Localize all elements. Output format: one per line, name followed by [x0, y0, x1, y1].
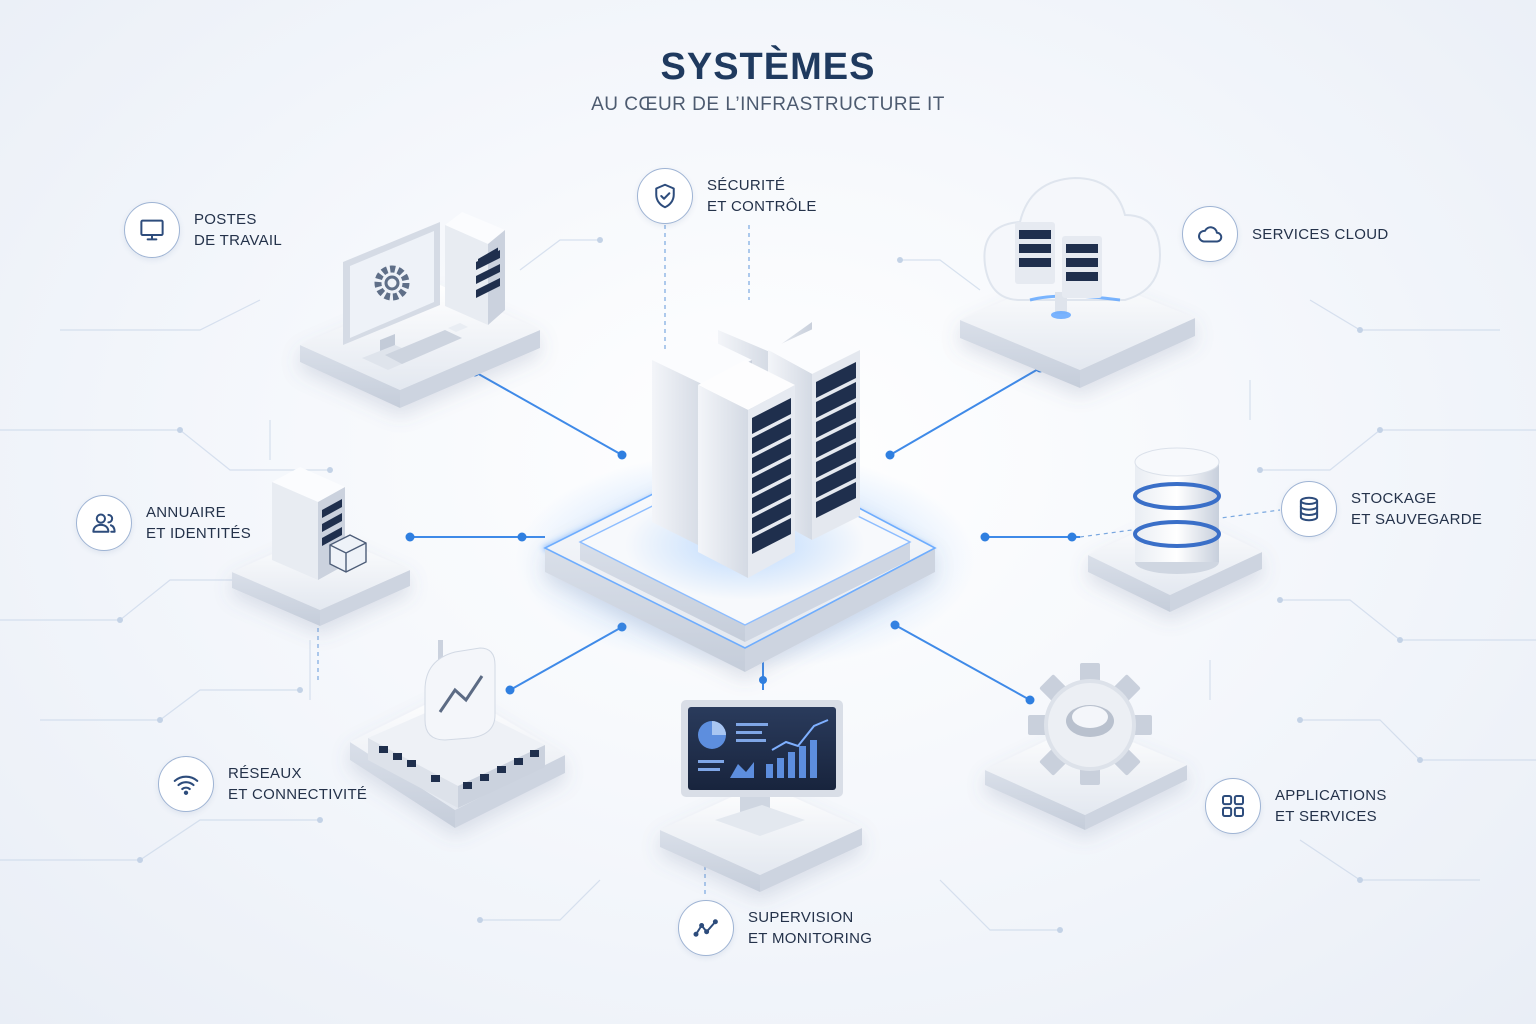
label-network-line1: RÉSEAUX [228, 765, 302, 782]
circuit-background [0, 239, 1536, 931]
monitor-icon [124, 202, 180, 258]
shield-check-icon [637, 168, 693, 224]
label-cloud: SERVICES CLOUD [1182, 206, 1388, 262]
label-directory-line2: ET IDENTITÉS [146, 525, 252, 542]
page-title: SYSTÈMES [660, 46, 876, 88]
monitoring-platform [660, 700, 862, 892]
label-applications-line1: APPLICATIONS [1275, 787, 1387, 804]
central-server-hub [515, 300, 975, 672]
applications-platform [985, 663, 1187, 830]
label-monitoring-line1: SUPERVISION [748, 909, 854, 926]
label-directory: ANNUAIRE ET IDENTITÉS [76, 495, 251, 551]
apps-grid-icon [1205, 778, 1261, 834]
server-rack-front [698, 360, 795, 578]
label-applications-line2: ET SERVICES [1275, 808, 1377, 825]
page-subtitle: AU CŒUR DE L’INFRASTRUCTURE IT [591, 94, 945, 115]
label-cloud-line1: SERVICES CLOUD [1252, 225, 1389, 243]
network-platform [350, 640, 565, 828]
cloud-icon [1182, 206, 1238, 262]
label-security-line1: SÉCURITÉ [707, 177, 786, 194]
label-workstations: POSTES DE TRAVAIL [124, 202, 282, 258]
cloud-platform [960, 176, 1195, 388]
users-icon [76, 495, 132, 551]
storage-platform [1088, 447, 1262, 612]
label-storage-line1: STOCKAGE [1351, 490, 1437, 507]
database-icon [1281, 481, 1337, 537]
label-monitoring-line2: ET MONITORING [748, 930, 873, 947]
activity-chart-icon [678, 900, 734, 956]
label-workstations-line2: DE TRAVAIL [194, 232, 283, 249]
label-monitoring: SUPERVISION ET MONITORING [678, 900, 872, 956]
directory-platform [232, 467, 410, 626]
label-network-line2: ET CONNECTIVITÉ [228, 786, 368, 803]
connection-dashed [317, 225, 1281, 895]
label-storage: STOCKAGE ET SAUVEGARDE [1281, 481, 1482, 537]
label-network: RÉSEAUX ET CONNECTIVITÉ [158, 756, 367, 812]
workstation-platform [300, 212, 540, 408]
label-workstations-line1: POSTES [194, 211, 257, 228]
label-security: SÉCURITÉ ET CONTRÔLE [637, 168, 817, 224]
wifi-icon [158, 756, 214, 812]
label-applications: APPLICATIONS ET SERVICES [1205, 778, 1387, 834]
label-storage-line2: ET SAUVEGARDE [1351, 511, 1483, 528]
label-security-line2: ET CONTRÔLE [707, 198, 817, 215]
label-directory-line1: ANNUAIRE [146, 504, 226, 521]
